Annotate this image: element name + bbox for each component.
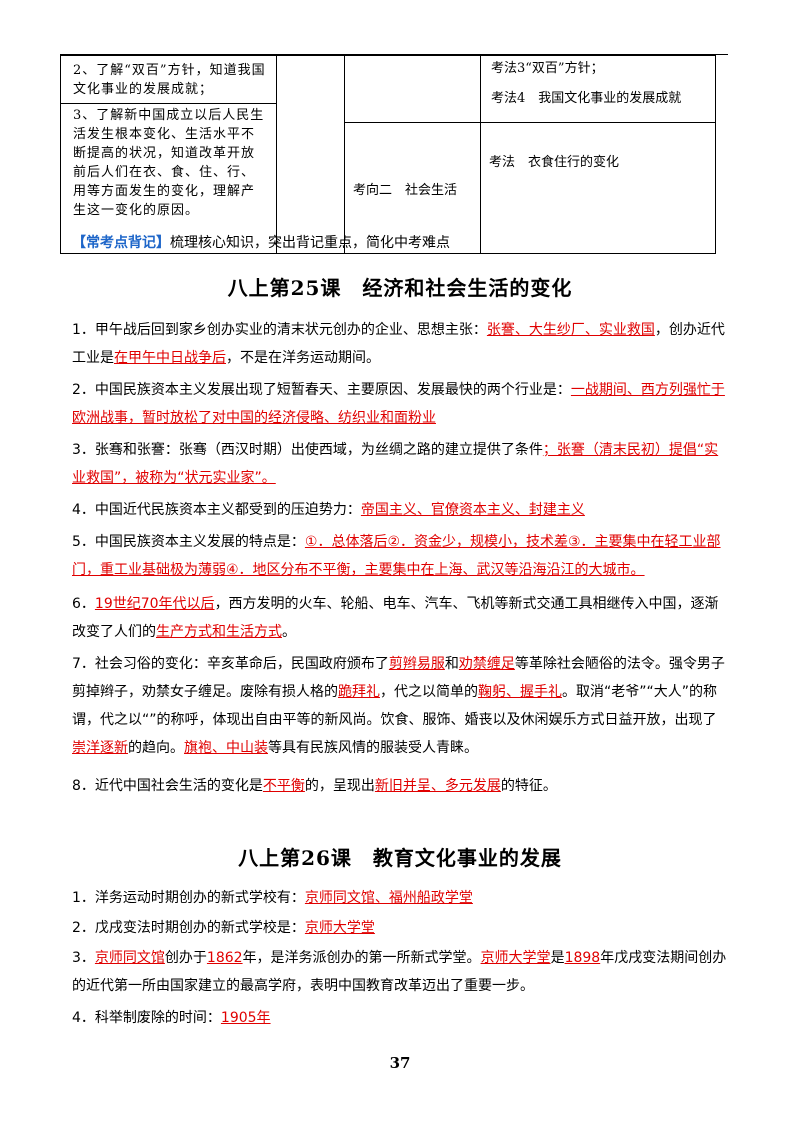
- paragraph: 3．京师同文馆创办于1862年，是洋务派创办的第一所新式学堂。京师大学堂是189…: [72, 950, 727, 994]
- direction-cell: 考向二 社会生活: [344, 122, 481, 254]
- exam-point: 考法4 我国文化事业的发展成就: [491, 91, 682, 106]
- direction-cell: [344, 55, 481, 123]
- paragraph: 4．中国近代民族资本主义都受到的压迫势力：帝国主义、官僚资本主义、封建主义: [72, 502, 585, 518]
- exam-point: 考法 衣食住行的变化: [480, 122, 716, 254]
- paragraph: 2．戊戌变法时期创办的新式学校是：京师大学堂: [72, 920, 375, 936]
- page-number: 37: [389, 1054, 411, 1072]
- lesson-25-title: 八上第25课 经济和社会生活的变化: [227, 276, 573, 300]
- objectives-cell: 2、了解“双百”方针，知道我国文化事业的发展成就； 3、了解新中国成立以后人民生…: [60, 55, 277, 254]
- top-rule: [60, 54, 728, 55]
- empty-cell: [276, 55, 345, 254]
- outline-table: 2、了解“双百”方针，知道我国文化事业的发展成就； 3、了解新中国成立以后人民生…: [60, 55, 716, 254]
- paragraph: 7．社会习俗的变化：辛亥革命后，民国政府颁布了剪辫易服和劝禁缠足等革除社会陋俗的…: [72, 656, 725, 756]
- exam-point: 考法3“双百”方针；: [491, 61, 604, 76]
- paragraph: 3．张骞和张謇：张骞（西汉时期）出使西域，为丝绸之路的建立提供了条件；张謇（清末…: [72, 442, 719, 486]
- lesson-26-title: 八上第26课 教育文化事业的发展: [238, 846, 562, 870]
- paragraph: 6．19世纪70年代以后，西方发明的火车、轮船、电车、汽车、飞机等新式交通工具相…: [72, 596, 719, 640]
- objective-item: 3、了解新中国成立以后人民生活发生根本变化、生活水平不断提高的状况，知道改革开放…: [61, 103, 276, 220]
- paragraph: 1．洋务运动时期创办的新式学校有：京师同文馆、福州船政学堂: [72, 890, 473, 906]
- banner-text: 梳理核心知识，突出背记重点，简化中考难点: [170, 235, 450, 251]
- exam-points-cell: 考法3“双百”方针； 考法4 我国文化事业的发展成就: [480, 55, 716, 123]
- paragraph: 8．近代中国社会生活的变化是不平衡的，呈现出新旧并呈、多元发展的特征。: [72, 778, 557, 794]
- objective-item: 2、了解“双百”方针，知道我国文化事业的发展成就；: [73, 63, 266, 97]
- paragraph: 2．中国民族资本主义发展出现了短暂春天、主要原因、发展最快的两个行业是：一战期间…: [72, 382, 725, 426]
- paragraph: 4．科举制废除的时间：1905年: [72, 1010, 271, 1026]
- banner-tag: 【常考点背记】: [72, 235, 170, 251]
- key-points-banner: 【常考点背记】梳理核心知识，突出背记重点，简化中考难点: [72, 232, 450, 252]
- paragraph: 5．中国民族资本主义发展的特点是：①．总体落后②．资金少，规模小，技术差③．主要…: [72, 534, 721, 578]
- paragraph: 1．甲午战后回到家乡创办实业的清末状元创办的企业、思想主张：张謇、大生纱厂、实业…: [72, 322, 725, 366]
